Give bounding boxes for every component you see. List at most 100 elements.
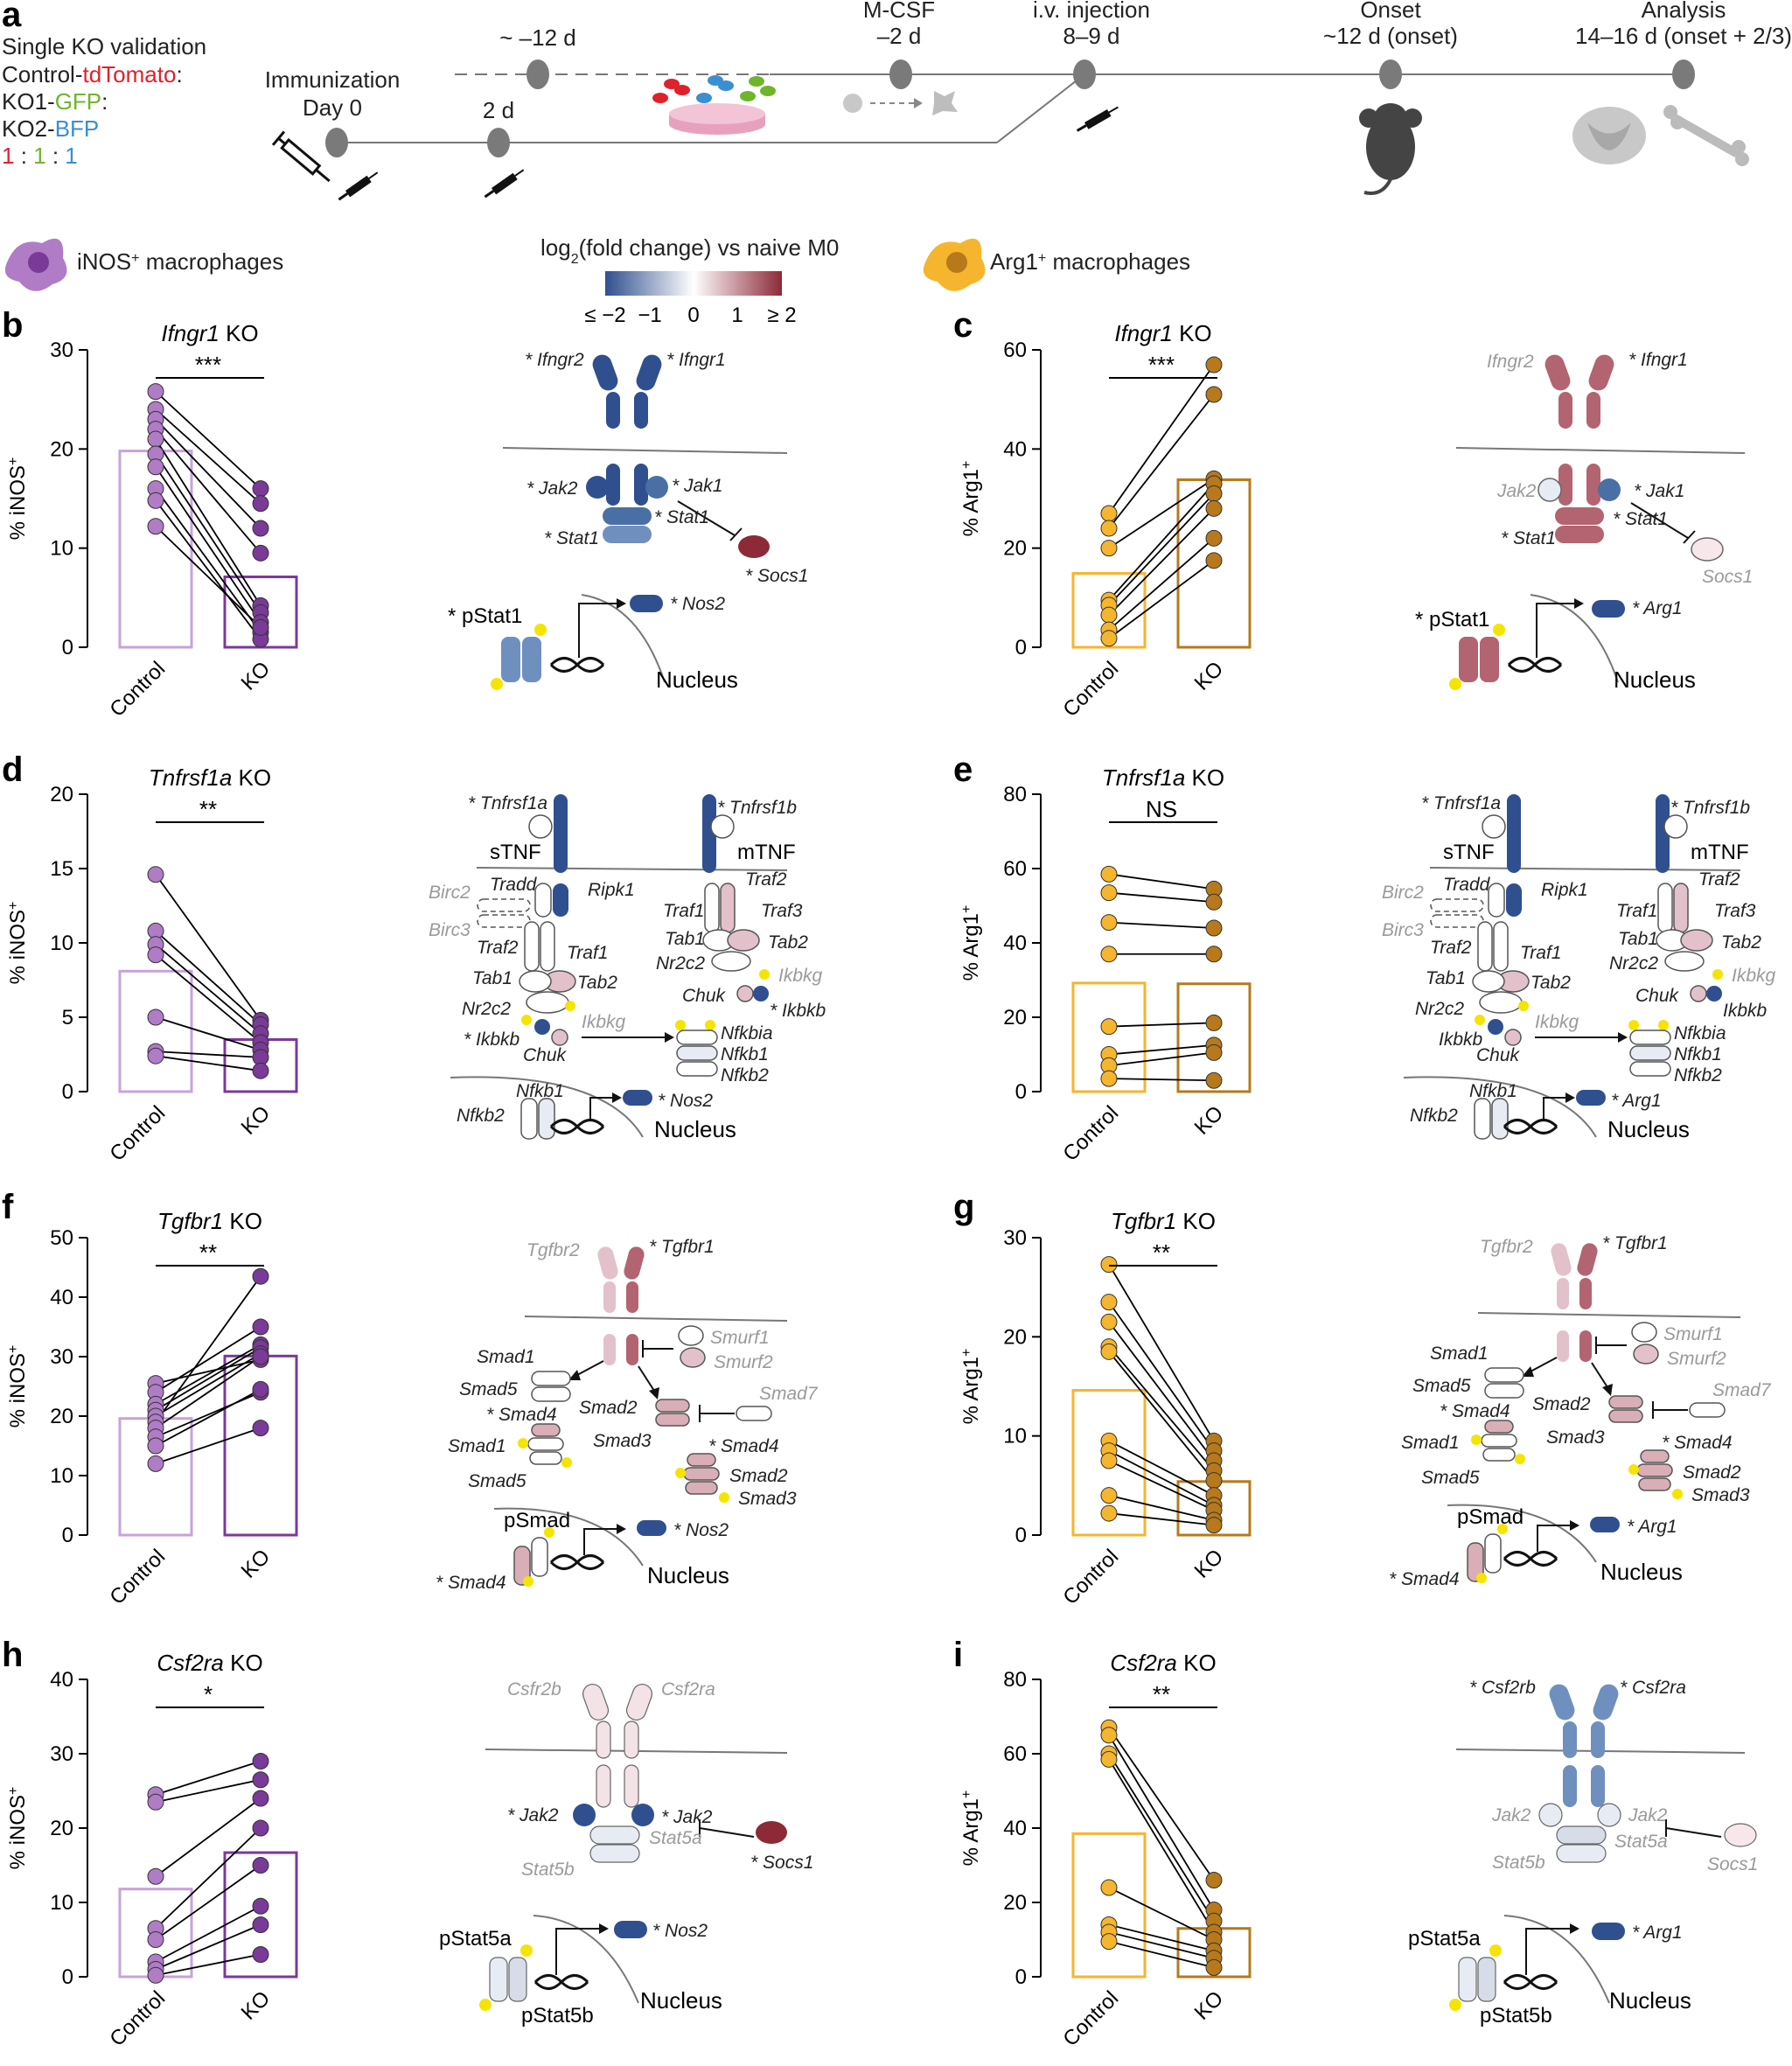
pathway-g-labels: Tgfbr2 * Tgfbr1 Smurf1 Smurf2 Smad1 Smad… [1389, 1233, 1772, 1589]
data-point-ko [1205, 893, 1223, 911]
data-point-ko [252, 1420, 269, 1437]
pair-line [1108, 1321, 1215, 1462]
pair-line [155, 1356, 261, 1429]
gene-label: Traf1 [567, 943, 608, 963]
pair-line [1108, 1302, 1215, 1452]
gene-label: Socs1 [1702, 567, 1753, 587]
gene-label: Smad1 [448, 1436, 506, 1456]
gene-label: Nfkbia [1674, 1023, 1726, 1043]
data-point-control [1100, 1933, 1118, 1951]
y-tick-label: 15 [50, 857, 73, 881]
arg-legend-label: Arg1+ macrophages [990, 248, 1190, 275]
gene-label: Traf1 [1616, 901, 1657, 921]
pair-line [1108, 1940, 1215, 1969]
pair-line [1108, 1931, 1215, 1959]
gene-label: * Stat1 [1613, 509, 1668, 529]
nucleus-label: Nucleus [1607, 1116, 1690, 1142]
data-point-control [147, 1455, 164, 1472]
gene-label: Nr2c2 [656, 953, 705, 974]
pair-line [1108, 1494, 1215, 1521]
gene-label: Nfkb1 [516, 1081, 564, 1101]
gene-label: Stat5b [1492, 1853, 1545, 1873]
data-point-control [1100, 1070, 1118, 1087]
iv-time: 8–9 d [1063, 23, 1119, 49]
y-tick-label: 0 [62, 1524, 73, 1547]
gene-label: Csf2ra [661, 1679, 715, 1700]
gene-label: Smad3 [593, 1431, 652, 1451]
gene-label: Smad2 [1683, 1462, 1741, 1483]
y-tick-label: 0 [62, 1965, 73, 1989]
data-point-control [147, 430, 164, 448]
data-point-ko [252, 618, 269, 636]
scale-tick: ≤ −2 [584, 304, 625, 327]
gene-label: Smad7 [1712, 1380, 1772, 1400]
onset-time: ~12 d (onset) [1323, 23, 1458, 49]
data-point-control [1100, 1018, 1118, 1036]
pair-line [1108, 1346, 1215, 1471]
gene-label: * Ikbkb [770, 1001, 826, 1021]
timeline-dot-iv [1073, 59, 1096, 89]
y-axis-label: % Arg1+ [959, 1349, 984, 1425]
data-point-control [147, 1867, 164, 1885]
data-point-ko [1205, 1517, 1223, 1534]
y-axis-label: % iNOS+ [6, 457, 31, 541]
y-tick-label: 40 [1003, 1817, 1027, 1840]
gene-label: Birc3 [429, 920, 471, 940]
pair-line [1108, 1758, 1215, 1933]
y-tick-label: 30 [50, 1345, 73, 1369]
significance-label: * [204, 1681, 213, 1707]
gene-label: Tradd [490, 875, 538, 895]
scale-tick: −1 [638, 304, 661, 327]
gene-label: Ikbkg [1535, 1012, 1579, 1032]
x-tick-label: Control [105, 1545, 170, 1609]
data-point-ko [252, 1916, 269, 1933]
gene-label: Ikbkb [1723, 1001, 1768, 1021]
gene-label: Ikbkg [778, 966, 823, 986]
gene-label: Smurf1 [710, 1328, 770, 1348]
differentiation-icon [843, 91, 958, 115]
data-point-ko [1205, 1958, 1223, 1976]
gene-label: Smad3 [1546, 1427, 1605, 1448]
chart-title: Csf2ra KO [1110, 1650, 1216, 1676]
x-tick-label: Control [105, 1101, 170, 1166]
gene-label: * Smad4 [436, 1573, 506, 1593]
pair-line [155, 438, 261, 606]
pair-line [1108, 921, 1215, 929]
y-axis-label: % Arg1+ [959, 461, 984, 537]
data-point-control [1100, 865, 1118, 883]
gene-label: Tradd [1443, 875, 1491, 895]
y-tick-label: 40 [1003, 437, 1027, 461]
y-axis-label: % iNOS+ [6, 1787, 31, 1870]
data-point-control [1100, 884, 1118, 902]
data-point-ko [252, 1771, 269, 1789]
gene-label: Nr2c2 [462, 999, 511, 1019]
bar-control [1071, 572, 1147, 649]
x-tick-label: KO [237, 1101, 275, 1140]
nucleus-label: Nucleus [1600, 1559, 1683, 1585]
panel-letter-e: e [953, 750, 973, 789]
gene-label: Ripk1 [588, 880, 635, 900]
gene-label: Ikbkg [582, 1012, 626, 1032]
ko2-line: KO2-BFP [2, 115, 99, 142]
pair-line [155, 1347, 261, 1411]
gene-label: * Jak2 [661, 1807, 713, 1827]
nucleus-label: Nucleus [1614, 667, 1696, 693]
gene-label: Nfkb1 [1674, 1044, 1722, 1064]
gene-label: * Stat1 [654, 507, 709, 527]
y-tick-label: 0 [1015, 636, 1027, 660]
x-tick-label: Control [1058, 1986, 1123, 2051]
x-tick-label: Control [1058, 657, 1123, 722]
pair-line [1108, 560, 1215, 639]
data-point-control [147, 1047, 164, 1064]
pair-line [1108, 364, 1215, 514]
data-point-ko [252, 1380, 269, 1398]
pair-line [155, 488, 261, 633]
gene-label: mTNF [737, 841, 796, 864]
gene-label: * Smad4 [1662, 1433, 1733, 1453]
mcsf-time: –2 d [877, 23, 922, 49]
data-point-ko [252, 544, 269, 562]
x-tick-label: KO [237, 1545, 275, 1583]
nucleus-label: Nucleus [656, 667, 738, 693]
timeline-dot-mcsf [889, 59, 912, 89]
